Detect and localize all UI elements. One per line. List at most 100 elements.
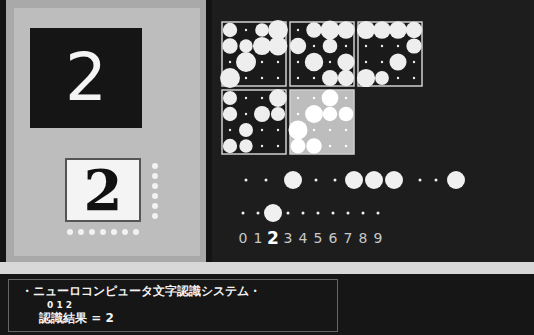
neuron-activation xyxy=(239,39,252,52)
indicator-dot xyxy=(152,183,158,189)
neuron-activation xyxy=(223,91,237,105)
neuron-activation xyxy=(269,37,288,56)
output-neuron xyxy=(332,212,335,215)
indicator-dot xyxy=(133,229,139,235)
neuron-activation xyxy=(277,129,279,131)
neuron-activation xyxy=(397,45,399,47)
hidden-neuron xyxy=(447,171,465,189)
indicator-dot xyxy=(67,229,73,235)
neuron-activation xyxy=(375,71,389,85)
hidden-neuron xyxy=(315,179,318,182)
neuron-activation xyxy=(297,61,299,63)
neuron-activation xyxy=(313,129,315,131)
neuron-activation xyxy=(389,21,407,39)
neuron-activation xyxy=(322,90,339,107)
hidden-neuron xyxy=(265,179,268,182)
neuron-activation xyxy=(245,97,247,99)
class-label: 0 xyxy=(239,230,248,246)
indicator-dot xyxy=(152,203,158,209)
neuron-activation xyxy=(413,61,415,63)
class-label: 1 xyxy=(254,230,263,246)
neuron-activation xyxy=(239,139,252,152)
neuron-activation xyxy=(305,105,323,123)
neuron-grid xyxy=(222,89,287,154)
class-label: 9 xyxy=(374,230,383,246)
neuron-activation xyxy=(313,45,315,47)
neuron-activation xyxy=(269,89,287,107)
neuron-activation xyxy=(277,77,279,79)
neuron-activation xyxy=(229,61,231,63)
digit-glyph: 2 xyxy=(84,162,123,218)
status-text: 認識結果 = 2 xyxy=(39,311,114,327)
neuron-activation xyxy=(329,129,331,131)
neuron-activation xyxy=(345,129,347,131)
neuron-activation xyxy=(245,77,247,79)
neuron-activation xyxy=(277,61,279,63)
class-label: 7 xyxy=(344,230,353,246)
neuron-grid xyxy=(357,21,422,87)
neuron-grid xyxy=(220,20,288,88)
neuron-activation xyxy=(339,107,354,122)
output-neuron xyxy=(377,212,380,215)
neuron-activation xyxy=(223,23,237,37)
neuron-grid xyxy=(288,90,354,154)
neuron-activation xyxy=(222,38,237,53)
neuron-activation xyxy=(261,61,263,63)
input-image: 2 xyxy=(65,158,141,222)
neuron-activation xyxy=(271,107,285,121)
hidden-neuron xyxy=(419,179,422,182)
indicator-dot xyxy=(152,173,158,179)
neuron-activation xyxy=(365,61,367,63)
neuron-activation xyxy=(253,37,271,55)
neuron-activation xyxy=(338,70,354,86)
output-neuron xyxy=(362,212,365,215)
neuron-activation xyxy=(254,106,270,122)
output-neuron xyxy=(264,204,282,222)
neuron-activation xyxy=(406,22,422,38)
neuron-activation xyxy=(229,129,231,131)
indicator-dot xyxy=(78,229,84,235)
neuron-activation xyxy=(245,113,247,115)
neuron-activation xyxy=(373,21,390,38)
neuron-activation xyxy=(255,23,269,37)
right-panel xyxy=(212,0,534,262)
neuron-activation xyxy=(381,61,383,63)
output-neuron xyxy=(317,212,320,215)
neuron-activation xyxy=(223,139,237,153)
neuron-activation xyxy=(245,29,247,31)
neuron-activation xyxy=(288,120,307,139)
neuron-activation xyxy=(290,38,306,54)
output-neuron xyxy=(287,212,290,215)
message-bar: ・ニューロコンピュータ文字認識システム・0 1 2認識結果 = 2 xyxy=(8,279,338,332)
output-neuron xyxy=(242,212,245,215)
indicator-dot xyxy=(152,213,158,219)
status-text: ・ニューロコンピュータ文字認識システム・ xyxy=(21,284,261,300)
neuron-activation xyxy=(306,22,321,37)
indicator-dot xyxy=(89,229,95,235)
class-label: 8 xyxy=(359,230,368,246)
grid-frame xyxy=(222,90,286,154)
neuron-activation xyxy=(357,69,375,87)
neuron-activation xyxy=(389,53,406,70)
indicator-dot xyxy=(152,193,158,199)
neuron-activation xyxy=(297,29,299,31)
class-label: 4 xyxy=(299,230,308,246)
neuron-grid xyxy=(290,21,355,87)
neuron-activation xyxy=(406,38,421,53)
neuron-activation xyxy=(313,97,315,99)
left-panel xyxy=(6,0,206,262)
neuron-activation xyxy=(329,145,331,147)
neuron-activation xyxy=(261,97,263,99)
neuron-activation xyxy=(261,77,263,79)
neuron-activation xyxy=(261,129,263,131)
neuron-activation xyxy=(323,39,338,54)
neuron-activation xyxy=(322,70,338,86)
neuron-activation xyxy=(239,123,253,137)
class-label: 5 xyxy=(314,230,323,246)
neuron-activation xyxy=(297,97,299,99)
hidden-neuron xyxy=(245,179,248,182)
neuron-activation xyxy=(277,145,279,147)
output-neuron xyxy=(257,212,260,215)
